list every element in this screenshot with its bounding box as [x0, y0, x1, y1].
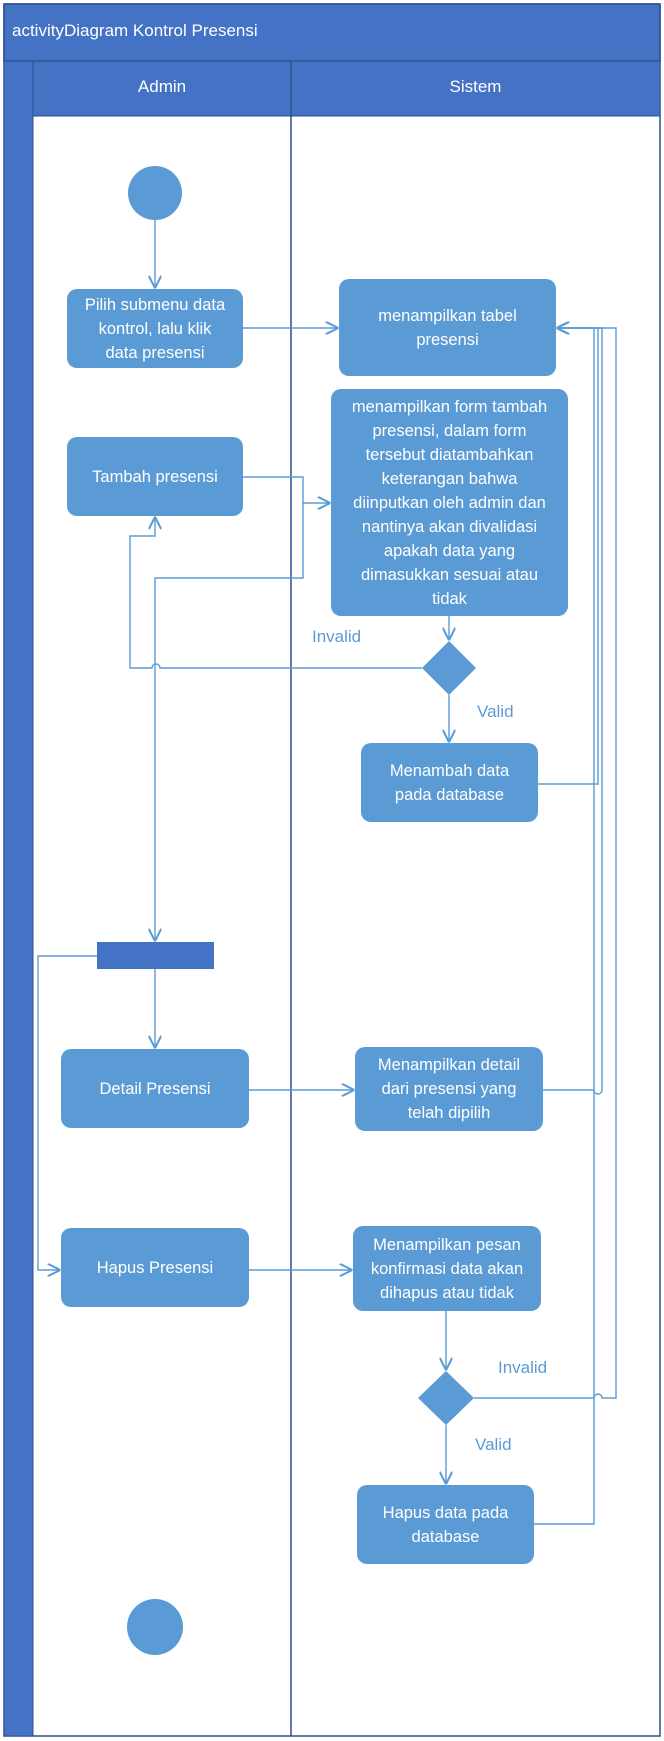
- action-hapus-db: [357, 1485, 534, 1564]
- guard-invalid-tambah: Invalid: [312, 627, 362, 646]
- guard-valid-tambah: Valid: [477, 702, 514, 721]
- tambah-presensi-label: Tambah presensi: [92, 467, 218, 486]
- tampil-tabel-label: menampilkan tabel presensi: [378, 306, 517, 349]
- action-tampil-detail: [355, 1047, 543, 1131]
- action-tampil-form: [331, 389, 568, 616]
- detail-presensi-label: Detail Presensi: [99, 1079, 211, 1098]
- lane-title-sistem: Sistem: [449, 77, 502, 96]
- hapus-db-label: Hapus data pada database: [382, 1503, 509, 1546]
- flow-hapusdb-to-tabel: [534, 328, 595, 1525]
- flow-fork-to-hapus: [37, 955, 97, 1270]
- konfirmasi-label: Menampilkan pesan konfirmasi data akan d…: [370, 1235, 524, 1302]
- lane-header-admin: [32, 60, 292, 117]
- guard-valid-hapus: Valid: [475, 1435, 512, 1454]
- action-detail-presensi: [61, 1049, 249, 1128]
- action-tambah-presensi: [67, 437, 243, 516]
- end-node: [127, 1599, 183, 1655]
- action-konfirmasi: [353, 1226, 541, 1311]
- action-tambah-db: [361, 743, 538, 822]
- action-hapus-presensi: [61, 1228, 249, 1307]
- fork-bar: [97, 942, 214, 969]
- action-pilih-submenu: [67, 289, 243, 368]
- decision-validasi-tambah: [422, 641, 476, 695]
- lane-header-sistem: [290, 60, 661, 117]
- tambah-db-label: Menambah data pada database: [389, 761, 510, 804]
- tampil-form-label: menampilkan form tambah presensi, dalam …: [351, 397, 548, 608]
- pilih-submenu-label: Pilih submenu data kontrol, lalu klik da…: [84, 295, 226, 362]
- pool-side-bar: [3, 60, 34, 1737]
- flow-decision1-invalid: [129, 518, 422, 669]
- action-tampil-tabel: [339, 279, 556, 376]
- decision-validasi-hapus: [418, 1371, 474, 1425]
- lane-title-admin: Admin: [137, 77, 187, 96]
- diagram-title: activityDiagram Kontrol Presensi: [12, 21, 258, 40]
- hapus-presensi-label: Hapus Presensi: [96, 1258, 214, 1277]
- flow-tambah-to-form: [243, 476, 329, 503]
- tampil-detail-label: Menampilkan detail dari presensi yang te…: [377, 1056, 521, 1122]
- flow-tambah-to-fork: [155, 503, 304, 940]
- start-node: [128, 166, 182, 220]
- pool-header: [3, 3, 661, 62]
- guard-invalid-hapus: Invalid: [498, 1358, 548, 1377]
- pool-frame: [3, 3, 661, 1737]
